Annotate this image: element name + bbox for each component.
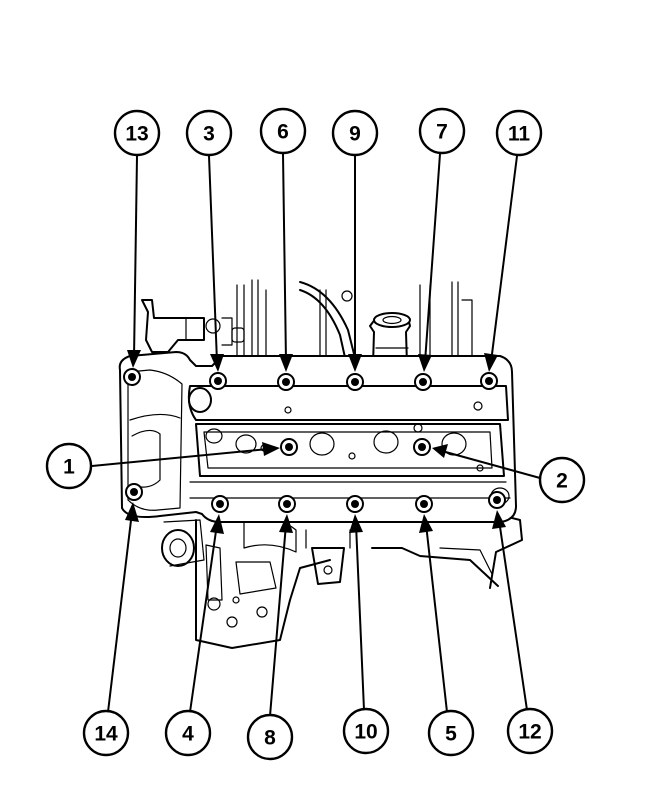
callout-9: 9 xyxy=(331,109,379,157)
cover-bolts xyxy=(123,368,506,513)
leader-2 xyxy=(441,450,541,479)
leader-14 xyxy=(107,511,133,713)
leader-13 xyxy=(133,155,138,359)
leader-11 xyxy=(490,155,518,363)
callout-11: 11 xyxy=(495,109,543,157)
bolt-13 xyxy=(123,368,141,386)
callout-3: 3 xyxy=(185,109,233,157)
leader-7 xyxy=(424,153,441,363)
bolt-12 xyxy=(488,491,506,509)
callout-14: 14 xyxy=(82,709,130,757)
callout-2-label: 2 xyxy=(556,470,568,493)
callout-6-label: 6 xyxy=(277,121,289,144)
callout-10: 10 xyxy=(342,707,390,755)
callout-5-label: 5 xyxy=(445,723,457,746)
callout-2: 2 xyxy=(538,456,586,504)
callout-4: 4 xyxy=(164,709,212,757)
leader-4 xyxy=(189,523,218,713)
bolt-8 xyxy=(278,495,296,513)
leader-1 xyxy=(91,448,269,467)
callout-10-label: 10 xyxy=(354,721,377,744)
leader-10 xyxy=(355,523,365,711)
bolt-11 xyxy=(480,372,498,390)
engine-lower-block xyxy=(161,514,523,649)
leader-12 xyxy=(498,519,528,711)
bolt-2 xyxy=(413,438,431,456)
callout-1-label: 1 xyxy=(63,456,75,479)
callout-4-label: 4 xyxy=(182,723,194,746)
leader-6 xyxy=(282,153,287,363)
callout-5: 5 xyxy=(427,709,475,757)
bolt-4 xyxy=(211,495,229,513)
callout-7-label: 7 xyxy=(436,121,448,144)
bolt-14 xyxy=(125,483,143,501)
callouts: 13 3 6 9 7 11 1 2 xyxy=(45,107,586,761)
callout-13: 13 xyxy=(113,109,161,157)
bolt-6 xyxy=(277,373,295,391)
bolt-7 xyxy=(414,373,432,391)
callout-12: 12 xyxy=(506,707,554,755)
bolt-10 xyxy=(346,495,364,513)
callout-12-label: 12 xyxy=(518,721,541,744)
bolt-5 xyxy=(415,495,433,513)
leader-8 xyxy=(269,523,287,717)
leader-3 xyxy=(208,155,218,363)
callout-13-label: 13 xyxy=(125,123,148,146)
bolt-3 xyxy=(209,372,227,390)
callout-9-label: 9 xyxy=(349,123,361,146)
callout-8-label: 8 xyxy=(264,727,276,750)
callout-1: 1 xyxy=(45,442,93,490)
callout-6: 6 xyxy=(259,107,307,155)
leader-lines xyxy=(91,153,541,717)
bolt-9 xyxy=(346,373,364,391)
valve-cover xyxy=(118,351,517,523)
callout-14-label: 14 xyxy=(94,723,118,746)
leader-5 xyxy=(425,523,448,713)
callout-11-label: 11 xyxy=(508,123,531,146)
callout-3-label: 3 xyxy=(203,123,215,146)
bolt-1 xyxy=(280,438,298,456)
callout-8: 8 xyxy=(246,713,294,761)
callout-7: 7 xyxy=(418,107,466,155)
